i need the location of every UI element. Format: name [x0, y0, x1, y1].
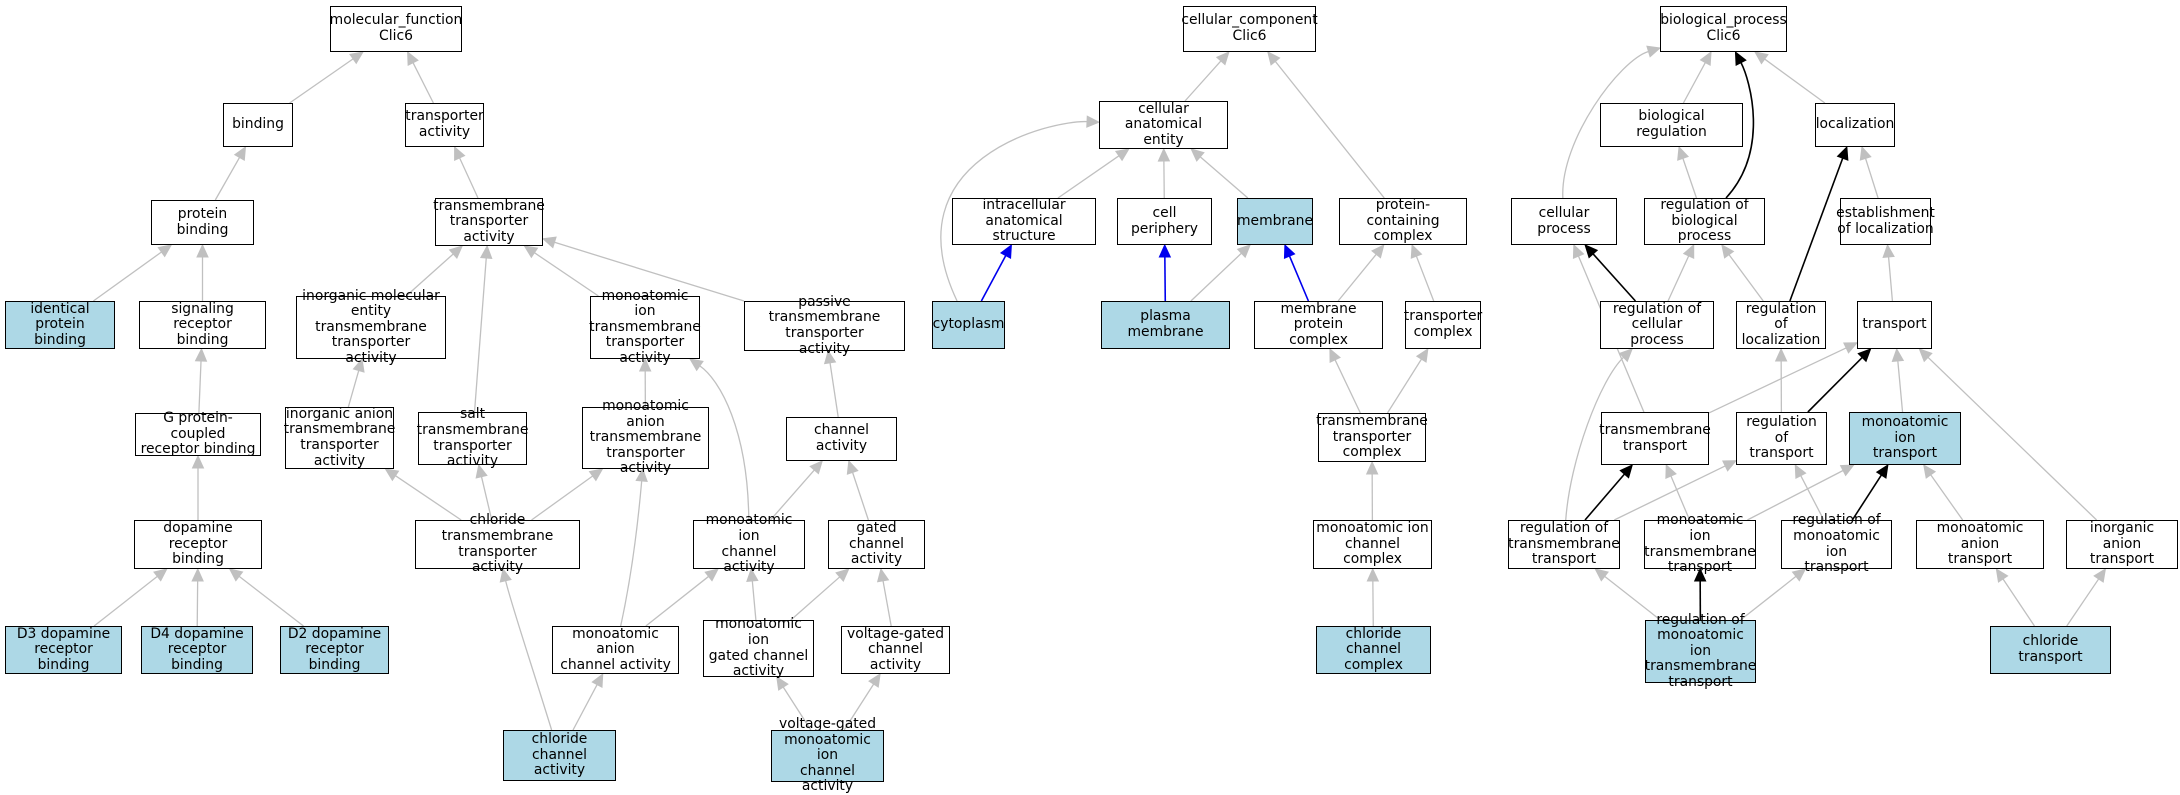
go-term-node-mono-ion-tm-transport[interactable]: monoatomic ion transmembrane transport — [1644, 520, 1756, 569]
go-term-node-bio-regulation[interactable]: biological regulation — [1600, 103, 1743, 147]
go-term-node-signaling-receptor-binding[interactable]: signaling receptor binding — [139, 301, 266, 349]
go-term-node-d3[interactable]: D3 dopamine receptor binding — [5, 626, 122, 674]
go-term-node-tm-transporter-activity[interactable]: transmembrane transporter activity — [435, 198, 543, 246]
go-term-node-vg-mono-ion[interactable]: voltage-gated monoatomic ion channel act… — [771, 730, 884, 782]
go-term-node-d2[interactable]: D2 dopamine receptor binding — [280, 626, 389, 674]
go-term-node-chloride-transport[interactable]: chloride transport — [1990, 626, 2111, 674]
go-term-node-cc-root[interactable]: cellular_component Clic6 — [1183, 6, 1316, 52]
go-term-node-cytoplasm[interactable]: cytoplasm — [932, 301, 1005, 349]
go-term-node-reg-bio-process[interactable]: regulation of biological process — [1644, 198, 1765, 245]
go-term-node-inorg-anion-tm[interactable]: inorganic anion transmembrane transporte… — [285, 407, 394, 469]
go-term-node-membrane[interactable]: membrane — [1237, 198, 1313, 245]
go-term-node-mono-ion-channel-complex[interactable]: monoatomic ion channel complex — [1313, 520, 1432, 569]
go-term-node-tm-transporter-complex[interactable]: transmembrane transporter complex — [1318, 413, 1426, 462]
go-term-node-inorg-mol-tm[interactable]: inorganic molecular entity transmembrane… — [296, 296, 446, 359]
go-term-node-transporter-activity[interactable]: transporter activity — [405, 103, 484, 147]
go-term-node-mono-ion-transport[interactable]: monoatomic ion transport — [1849, 412, 1961, 465]
go-term-node-mf-root[interactable]: molecular_function Clic6 — [330, 6, 462, 52]
go-term-node-voltage-gated[interactable]: voltage-gated channel activity — [841, 626, 950, 674]
go-term-node-d4[interactable]: D4 dopamine receptor binding — [141, 626, 253, 674]
go-term-node-intracellular-anat[interactable]: intracellular anatomical structure — [952, 198, 1096, 245]
go-term-node-protein-binding[interactable]: protein binding — [151, 200, 254, 245]
go-term-node-reg-mono-ion-tm-transport[interactable]: regulation of monoatomic ion transmembra… — [1645, 620, 1756, 683]
go-term-node-chloride-tm[interactable]: chloride transmembrane transporter activ… — [415, 520, 580, 569]
go-term-node-mono-anion-tm[interactable]: monoatomic anion transmembrane transport… — [582, 407, 709, 469]
go-term-node-mono-ion-channel[interactable]: monoatomic ion channel activity — [693, 520, 805, 569]
go-term-node-mono-anion-channel[interactable]: monoatomic anion channel activity — [552, 626, 679, 674]
go-term-node-reg-localization[interactable]: regulation of localization — [1736, 301, 1826, 349]
go-term-node-transport[interactable]: transport — [1857, 301, 1932, 349]
go-term-node-chloride-channel[interactable]: chloride channel activity — [503, 730, 616, 781]
go-term-node-inorg-anion-transport[interactable]: inorganic anion transport — [2066, 520, 2178, 569]
go-term-node-transporter-complex[interactable]: transporter complex — [1405, 301, 1481, 349]
go-term-node-cell-periphery[interactable]: cell periphery — [1117, 198, 1212, 245]
go-term-node-mono-ion-tm[interactable]: monoatomic ion transmembrane transporter… — [590, 296, 700, 359]
go-term-node-gated-channel[interactable]: gated channel activity — [828, 520, 925, 569]
go-term-node-salt-tm[interactable]: salt transmembrane transporter activity — [418, 412, 527, 465]
go-term-node-dopamine-receptor-binding[interactable]: dopamine receptor binding — [134, 520, 262, 569]
go-term-node-reg-transport[interactable]: regulation of transport — [1736, 412, 1827, 465]
go-term-node-protein-containing[interactable]: protein-containing complex — [1339, 198, 1467, 245]
go-term-node-mono-anion-transport[interactable]: monoatomic anion transport — [1916, 520, 2044, 569]
go-term-node-gpcr-binding[interactable]: G protein-coupled receptor binding — [135, 413, 261, 456]
go-term-node-mono-ion-gated[interactable]: monoatomic ion gated channel activity — [703, 620, 814, 677]
go-term-node-cellular-process[interactable]: cellular process — [1511, 198, 1617, 245]
go-term-node-localization[interactable]: localization — [1815, 103, 1895, 147]
go-term-node-est-localization[interactable]: establishment of localization — [1840, 198, 1931, 245]
go-term-node-tm-transport[interactable]: transmembrane transport — [1601, 412, 1709, 465]
go-term-node-chloride-channel-complex[interactable]: chloride channel complex — [1316, 626, 1431, 674]
go-term-node-cell-anat-entity[interactable]: cellular anatomical entity — [1099, 101, 1228, 149]
go-term-node-channel-activity[interactable]: channel activity — [786, 417, 897, 461]
go-term-node-bp-root[interactable]: biological_process Clic6 — [1660, 6, 1787, 52]
go-term-node-reg-mono-ion-transport[interactable]: regulation of monoatomic ion transport — [1781, 520, 1892, 569]
go-term-node-passive-tm[interactable]: passive transmembrane transporter activi… — [744, 301, 905, 351]
go-term-node-membrane-protein-complex[interactable]: membrane protein complex — [1254, 301, 1383, 349]
go-term-node-binding[interactable]: binding — [223, 103, 293, 147]
go-term-node-identical-protein-binding[interactable]: identical protein binding — [5, 301, 115, 349]
go-term-node-reg-tm-transport[interactable]: regulation of transmembrane transport — [1508, 520, 1620, 569]
go-term-node-reg-cell-process[interactable]: regulation of cellular process — [1600, 301, 1714, 349]
go-term-node-plasma-membrane[interactable]: plasma membrane — [1101, 301, 1230, 349]
